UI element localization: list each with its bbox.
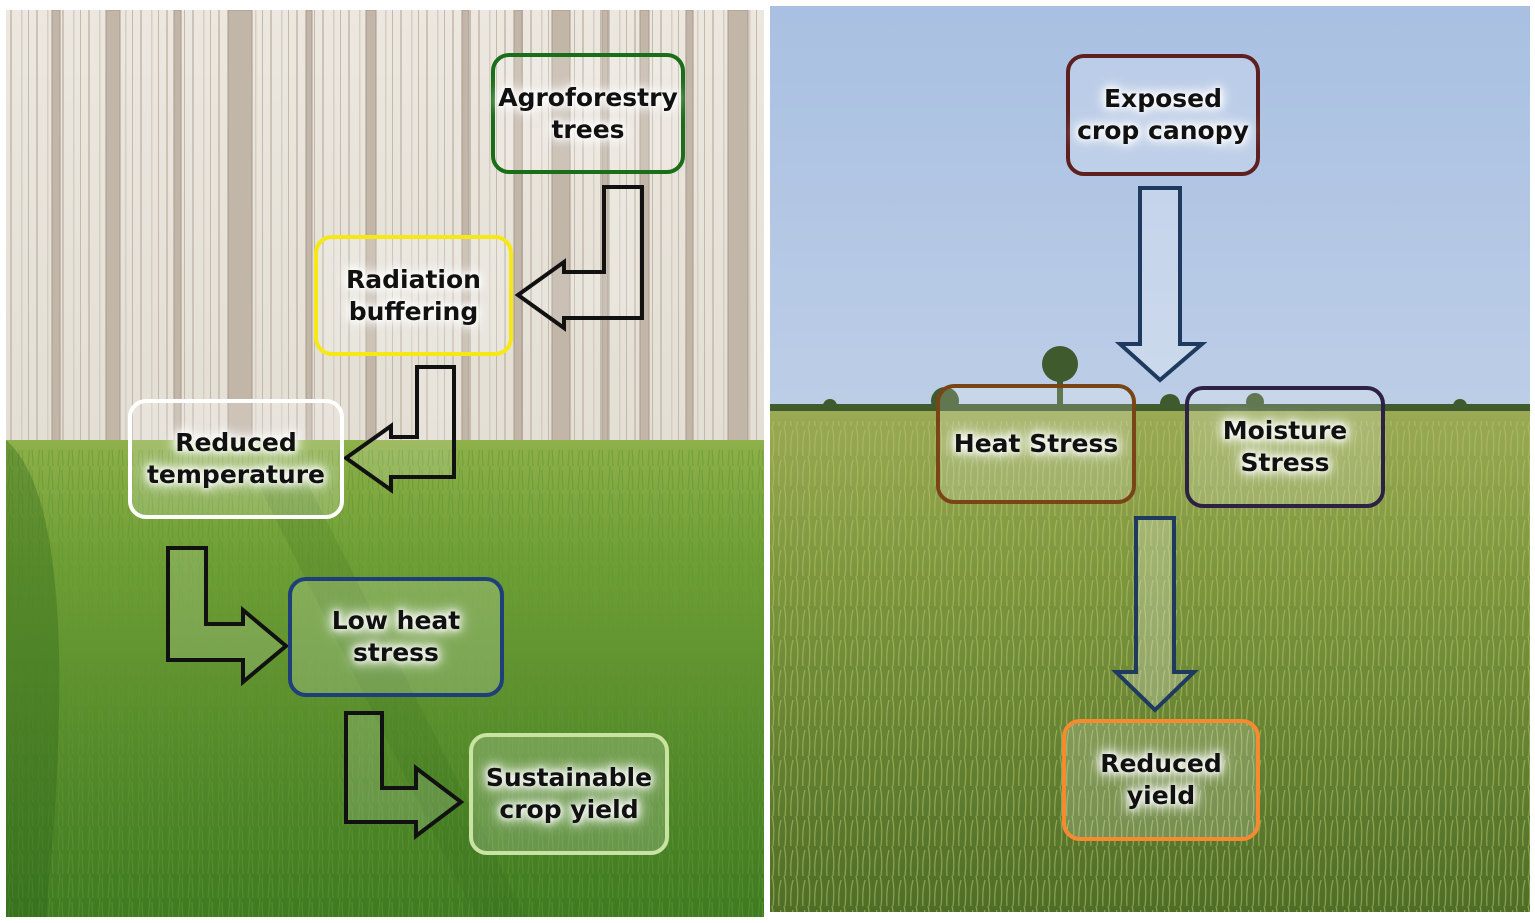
node-agroforestry-trees: Agroforestry trees — [491, 53, 685, 174]
arrow-low-heat-to-sustainable — [344, 711, 465, 841]
agroforestry-photo-panel: Agroforestry trees Radiation buffering R… — [6, 10, 764, 917]
arrow-temperature-to-low-heat — [166, 546, 290, 687]
node-radiation-buffering: Radiation buffering — [314, 235, 513, 356]
node-reduced-temperature: Reduced temperature — [128, 399, 344, 519]
open-field-photo-panel: Exposed crop canopy Heat Stress Moisture… — [770, 6, 1530, 912]
arrow-canopy-to-stress — [1114, 186, 1208, 383]
node-heat-stress: Heat Stress — [936, 384, 1136, 504]
arrow-trees-to-radiation — [514, 185, 644, 332]
agroforestry-scene — [6, 10, 764, 917]
node-moisture-stress: Moisture Stress — [1185, 386, 1385, 508]
node-sustainable-crop-yield: Sustainable crop yield — [469, 733, 669, 855]
left-flow-arrows — [166, 185, 644, 841]
right-flow-arrows — [1111, 186, 1208, 713]
node-exposed-crop-canopy: Exposed crop canopy — [1066, 54, 1260, 176]
open-field-scene — [770, 6, 1530, 912]
node-low-heat-stress: Low heat stress — [288, 577, 504, 697]
arrow-stress-to-reduced-yield — [1111, 516, 1199, 713]
node-reduced-yield: Reduced yield — [1062, 719, 1260, 841]
arrow-radiation-to-temperature — [342, 365, 456, 494]
